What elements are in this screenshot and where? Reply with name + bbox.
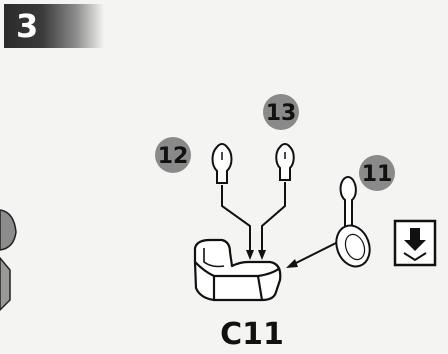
- step-number: 3: [16, 7, 39, 45]
- assembly-arrows: [221, 182, 337, 268]
- part-13-badge: 13: [263, 94, 299, 130]
- part-11-label: 11: [362, 162, 393, 187]
- assembly-block-icon: [193, 238, 282, 302]
- left-edge-fragment: [0, 209, 17, 312]
- screw-12-icon: [211, 143, 233, 184]
- download-arrow-icon[interactable]: [393, 219, 437, 267]
- part-13-label: 13: [266, 101, 297, 126]
- part-12-label: 12: [158, 144, 189, 169]
- part-12-badge: 12: [155, 137, 191, 173]
- step-header: 3: [4, 4, 104, 48]
- assembly-label: C11: [220, 317, 284, 352]
- pin-11-icon: [335, 176, 371, 268]
- screw-13-icon: [275, 143, 295, 181]
- part-11-badge: 11: [359, 155, 395, 191]
